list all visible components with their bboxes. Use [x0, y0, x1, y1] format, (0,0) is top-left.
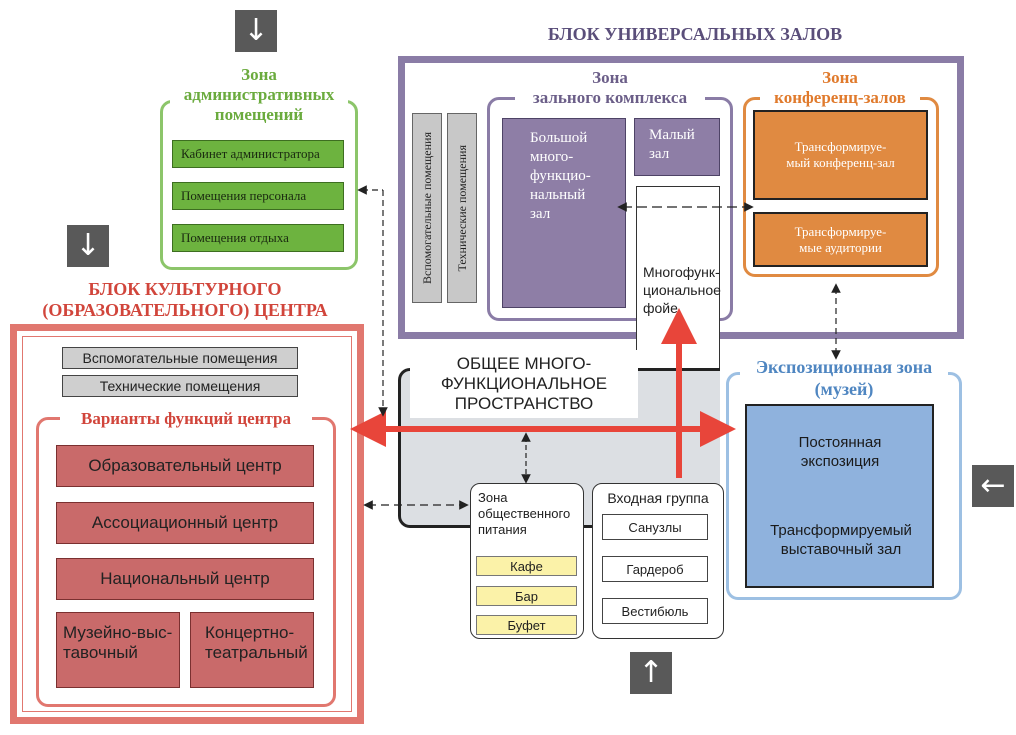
entrance-item: Санузлы [602, 514, 708, 540]
admin-room-item: Помещения отдыха [172, 224, 344, 252]
function-item-concert: Концертно- театральный [190, 612, 314, 688]
admin-room-item: Кабинет администратора [172, 140, 344, 168]
culture-block-inner-frame [22, 336, 352, 712]
entrance-item: Гардероб [602, 556, 708, 582]
arrow-left-icon: ← [972, 465, 1014, 507]
culture-service-rooms: Вспомогательные помещения [62, 347, 298, 369]
hall-zone-title: Зона зального комплекса [515, 66, 705, 110]
function-item: Образовательный центр [56, 445, 314, 487]
catering-item: Буфет [476, 615, 577, 635]
service-rooms-column: Вспомогательные помещения [412, 113, 442, 303]
admin-zone-title: Зона административных помещений [170, 64, 348, 126]
admin-room-item: Помещения персонала [172, 182, 344, 210]
auditoriums: Трансформируе- мые аудитории [753, 212, 928, 267]
exposition-title: Экспозиционная зона (музей) [740, 352, 948, 404]
culture-technical-rooms: Технические помещения [62, 375, 298, 397]
exhibition-hall: Трансформируемый выставочный зал [752, 500, 930, 580]
arrow-down-icon: ↓ [235, 10, 277, 52]
universal-block-title: БЛОК УНИВЕРСАЛЬНЫХ ЗАЛОВ [547, 24, 843, 44]
catering-item: Бар [476, 586, 577, 606]
permanent-exposition: Постоянная экспозиция [760, 412, 920, 492]
conference-zone-title: Зона конференц-залов [760, 66, 920, 110]
common-space-title: ОБЩЕЕ МНОГО- ФУНКЦИОНАЛЬНОЕ ПРОСТРАНСТВО [410, 350, 638, 418]
culture-block-title: БЛОК КУЛЬТУРНОГО (ОБРАЗОВАТЕЛЬНОГО) ЦЕНТ… [42, 279, 328, 320]
big-hall: Большой много- функцио- нальный зал [502, 118, 626, 308]
technical-rooms-column: Технические помещения [447, 113, 477, 303]
entrance-item: Вестибюль [602, 598, 708, 624]
arrow-down-icon: ↓ [67, 225, 109, 267]
conference-hall: Трансформируе- мый конференц-зал [753, 110, 928, 200]
function-item-museum: Музейно-выс- тавочный [56, 612, 180, 688]
catering-item: Кафе [476, 556, 577, 576]
function-item: Национальный центр [56, 558, 314, 600]
catering-title: Зона общественного питания [478, 490, 571, 537]
functions-title: Варианты функций центра [60, 406, 312, 430]
entrance-title: Входная группа [607, 490, 709, 506]
arrow-up-icon: ↑ [630, 652, 672, 694]
function-item: Ассоциационный центр [56, 502, 314, 544]
small-hall: Малый зал [634, 118, 720, 176]
